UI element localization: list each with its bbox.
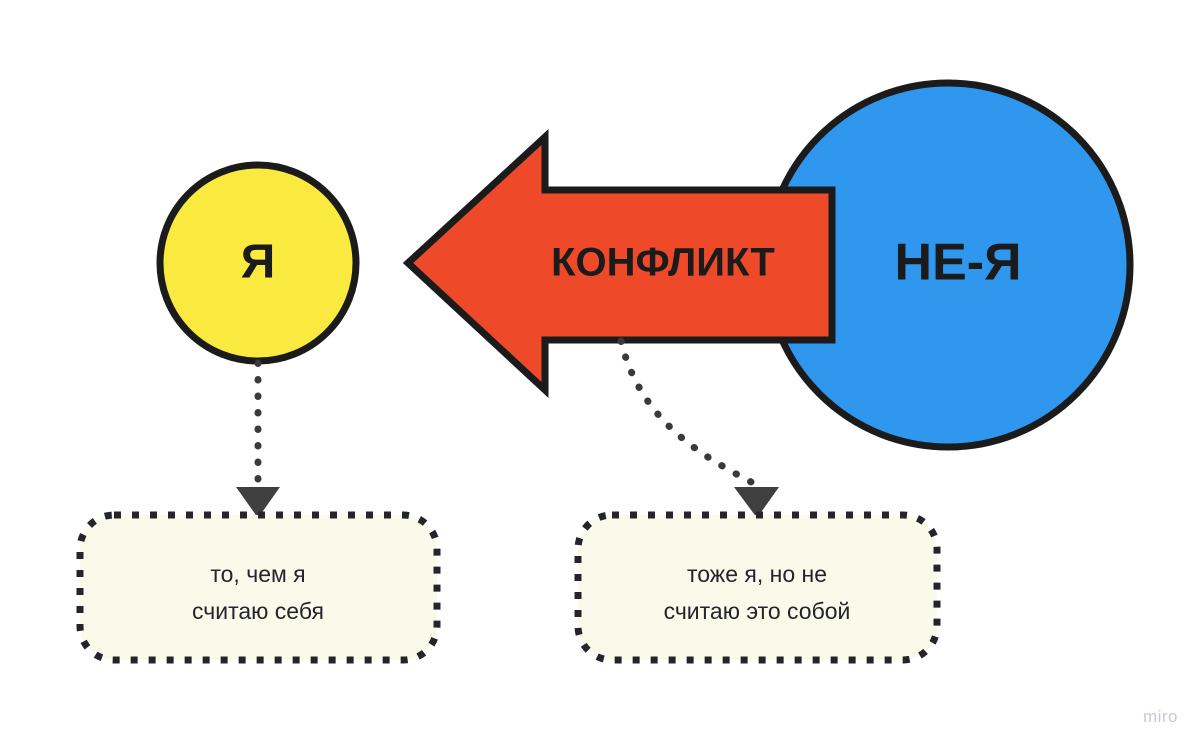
self-label: Я <box>241 236 276 289</box>
connector-self-arrowhead <box>236 487 280 518</box>
connector-conflict-arrowhead <box>734 487 779 518</box>
conflict-arrow-shape[interactable] <box>402 129 836 399</box>
connector-conflict-to-note <box>617 337 779 518</box>
self-note-group[interactable]: то, чем я считаю себя <box>76 511 441 664</box>
not-self-circle-group[interactable]: НЕ-Я <box>762 79 1134 451</box>
not-self-label: НЕ-Я <box>895 234 1022 292</box>
miro-watermark: miro <box>1142 707 1178 726</box>
self-note-box[interactable] <box>76 511 441 664</box>
self-note-line-2: считаю себя <box>192 598 324 624</box>
conflict-arrow-group[interactable]: КОНФЛИКТ <box>402 129 836 399</box>
not-self-note-group[interactable]: тоже я, но не считаю это собой <box>574 511 941 664</box>
self-circle-group[interactable]: Я <box>156 161 360 365</box>
self-note-line-1: то, чем я <box>210 561 305 587</box>
not-self-note-line-2: считаю это собой <box>664 598 851 624</box>
not-self-note-box[interactable] <box>574 511 941 664</box>
conflict-label: КОНФЛИКТ <box>551 241 775 285</box>
not-self-note-line-1: тоже я, но не <box>687 561 827 587</box>
connector-conflict-line <box>617 337 757 487</box>
connector-self-to-note <box>236 359 280 518</box>
